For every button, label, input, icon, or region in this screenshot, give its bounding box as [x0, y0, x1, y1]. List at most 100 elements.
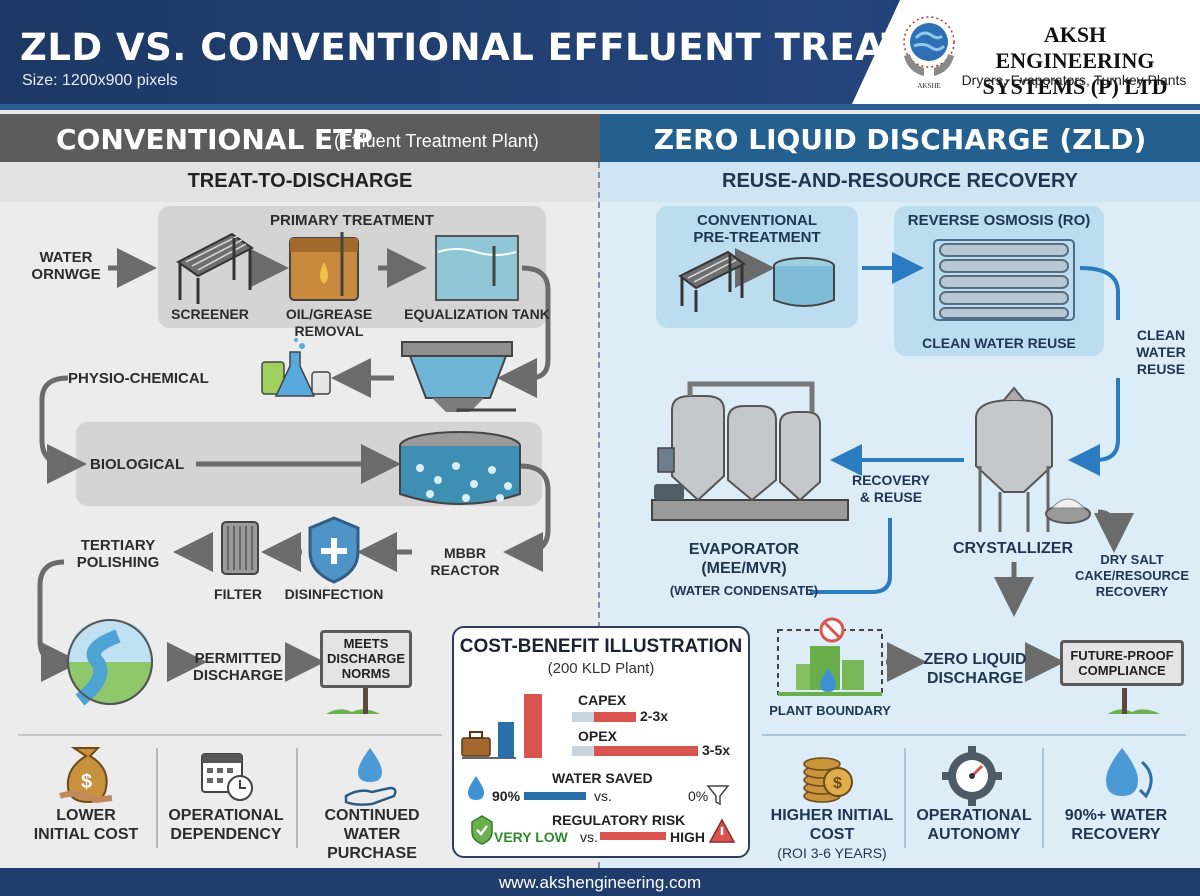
arrow-condensate — [810, 518, 892, 594]
compliance-sign-post — [1122, 688, 1127, 714]
pretreat-screener-icon — [678, 250, 746, 312]
plant-boundary-icon — [777, 617, 883, 696]
feature-purchase-1: CONTINUED — [324, 807, 420, 824]
water-saved-label: WATER SAVED — [552, 770, 653, 786]
briefcase-icon — [461, 731, 491, 757]
evaporator-label-1: EVAPORATOR — [688, 541, 800, 558]
risk-vs: vs. — [580, 829, 598, 845]
etp-arrows — [37, 248, 551, 682]
water-hand-icon — [344, 748, 397, 806]
bio-reactor-icon — [399, 431, 521, 505]
water-saved-bar — [524, 792, 586, 800]
opex-conv-bar — [572, 746, 594, 756]
pretreatment-label-2: PRE-TREATMENT — [693, 229, 821, 246]
cost-benefit-title: COST-BENEFIT ILLUSTRATION — [459, 636, 743, 657]
arrow-eq-to-clarifier — [497, 265, 551, 398]
feature-autonomy-2: AUTONOMY — [927, 826, 1021, 843]
water-drop-icon — [468, 776, 484, 800]
zld-heading: ZERO LIQUID DISCHARGE (ZLD) — [653, 123, 1147, 156]
feature-recovery-1: 90%+ WATER — [1064, 807, 1168, 824]
compliance-sign-grass — [1108, 709, 1160, 714]
equalization-tank-icon — [435, 235, 519, 301]
risk-bar — [600, 832, 666, 840]
opex-zld-bar — [594, 746, 698, 756]
capex-label: CAPEX — [578, 692, 627, 708]
page-title: ZLD VS. CONVENTIONAL EFFLUENT TREATMENT — [20, 26, 1028, 69]
feature-lower-cost: LOWER INITIAL COST — [26, 806, 146, 844]
zld-arrows — [810, 252, 1120, 594]
etp-feature-icons: $ — [59, 747, 397, 806]
arrow-ro-to-crystallizer — [1068, 378, 1120, 476]
sign-post — [363, 688, 368, 714]
zld-feature-sep-2 — [1042, 748, 1044, 848]
arrow-physio-to-bio — [39, 375, 87, 484]
screener-label: SCREENER — [171, 306, 249, 322]
footer-url[interactable]: www.akshengineering.com — [498, 873, 702, 892]
etp-subheading-band — [0, 162, 600, 202]
feature-higher-cost-1: HIGHER INITIAL — [770, 807, 894, 824]
water-in-label-1: WATER — [39, 249, 93, 266]
water-saved-zld: 90% — [492, 788, 521, 804]
feature-higher-cost-2: COST — [809, 826, 855, 843]
zld-feature-icons: $ — [803, 746, 1153, 806]
cost-benefit-graphics — [461, 694, 736, 845]
crystallizer-icon — [975, 386, 1091, 532]
zld-subheading-band — [600, 162, 1200, 202]
disinfection-label: DISINFECTION — [284, 586, 384, 602]
water-saved-vs: vs. — [594, 788, 612, 804]
zld-label-1: ZERO LIQUID — [923, 651, 1027, 668]
filter-cartridge-icon — [221, 521, 259, 575]
sign-line-1: MEETS — [343, 636, 389, 651]
logo-panel — [852, 0, 1200, 104]
tertiary-label-1: TERTIARY — [80, 537, 156, 554]
ro-title: REVERSE OSMOSIS (RO) — [907, 212, 1091, 229]
clean-side-2: WATER — [1136, 344, 1186, 360]
feature-dependency-2: DEPENDENCY — [170, 826, 282, 843]
company-tagline: Dryers, Evaporators, Turnkey Plants — [961, 72, 1187, 88]
ro-membranes-icon — [933, 239, 1075, 321]
zld-subheading: REUSE-AND-RESOURCE RECOVERY — [722, 170, 1078, 192]
oil-grease-label: OIL/GREASE REMOVAL — [285, 306, 373, 339]
feature-water-recovery: 90%+ WATER RECOVERY — [1048, 806, 1184, 844]
logo-text: AKSHE — [917, 82, 941, 90]
zld-cost-bar — [524, 694, 542, 758]
header-divider — [0, 104, 1200, 110]
etp-heading-bar — [0, 114, 600, 162]
primary-treatment-title: PRIMARY TREATMENT — [270, 212, 434, 229]
feature-recovery-2: RECOVERY — [1071, 826, 1161, 843]
permitted-label-1: PERMITTED — [194, 650, 282, 667]
calendar-clock-icon — [201, 753, 253, 801]
recycle-drop-icon — [1106, 748, 1153, 799]
physio-chemical-label: PHYSIO-CHEMICAL — [68, 370, 209, 387]
disinfection-shield-icon — [308, 516, 360, 584]
plant-boundary-label: PLANT BOUNDARY — [769, 703, 891, 718]
gear-gauge-icon — [942, 746, 1002, 806]
svg-text:$: $ — [81, 771, 92, 793]
clean-side-1: CLEAN — [1136, 327, 1186, 343]
feature-lower-cost-2: INITIAL COST — [33, 826, 139, 843]
filter-label: FILTER — [214, 586, 262, 602]
clean-side-3: REUSE — [1136, 361, 1186, 377]
feature-purchase-2: WATER PURCHASE — [327, 826, 417, 862]
crystallizer-label: CRYSTALLIZER — [953, 540, 1073, 557]
feature-autonomy-1: OPERATIONAL — [916, 807, 1032, 824]
tertiary-label-2: POLISHING — [76, 554, 160, 571]
feature-lower-cost-1: LOWER — [56, 807, 116, 824]
risk-conv: HIGH — [670, 829, 705, 845]
salt-label-3: RECOVERY — [1095, 584, 1169, 599]
evaporator-icon — [651, 381, 849, 521]
evaporator-label-2: (MEE/MVR) — [701, 560, 787, 577]
footer-bar — [0, 868, 1200, 896]
pretreatment-label-1: CONVENTIONAL — [697, 212, 817, 229]
compliance-sign: FUTURE-PROOF COMPLIANCE — [1060, 640, 1184, 686]
feature-operational-dependency: OPERATIONAL DEPENDENCY — [162, 806, 290, 844]
etp-feature-sep-2 — [296, 748, 298, 848]
feature-autonomy: OPERATIONAL AUTONOMY — [908, 806, 1040, 844]
money-bag-icon: $ — [59, 747, 113, 804]
arrow-tertiary-to-river — [37, 559, 81, 682]
etp-subheading: TREAT-TO-DISCHARGE — [187, 170, 413, 192]
condensate-label: (WATER CONDENSATE) — [669, 583, 819, 598]
risk-label: REGULATORY RISK — [552, 812, 686, 828]
sign-grass — [326, 709, 380, 714]
arrow-salt-down — [1094, 509, 1134, 553]
